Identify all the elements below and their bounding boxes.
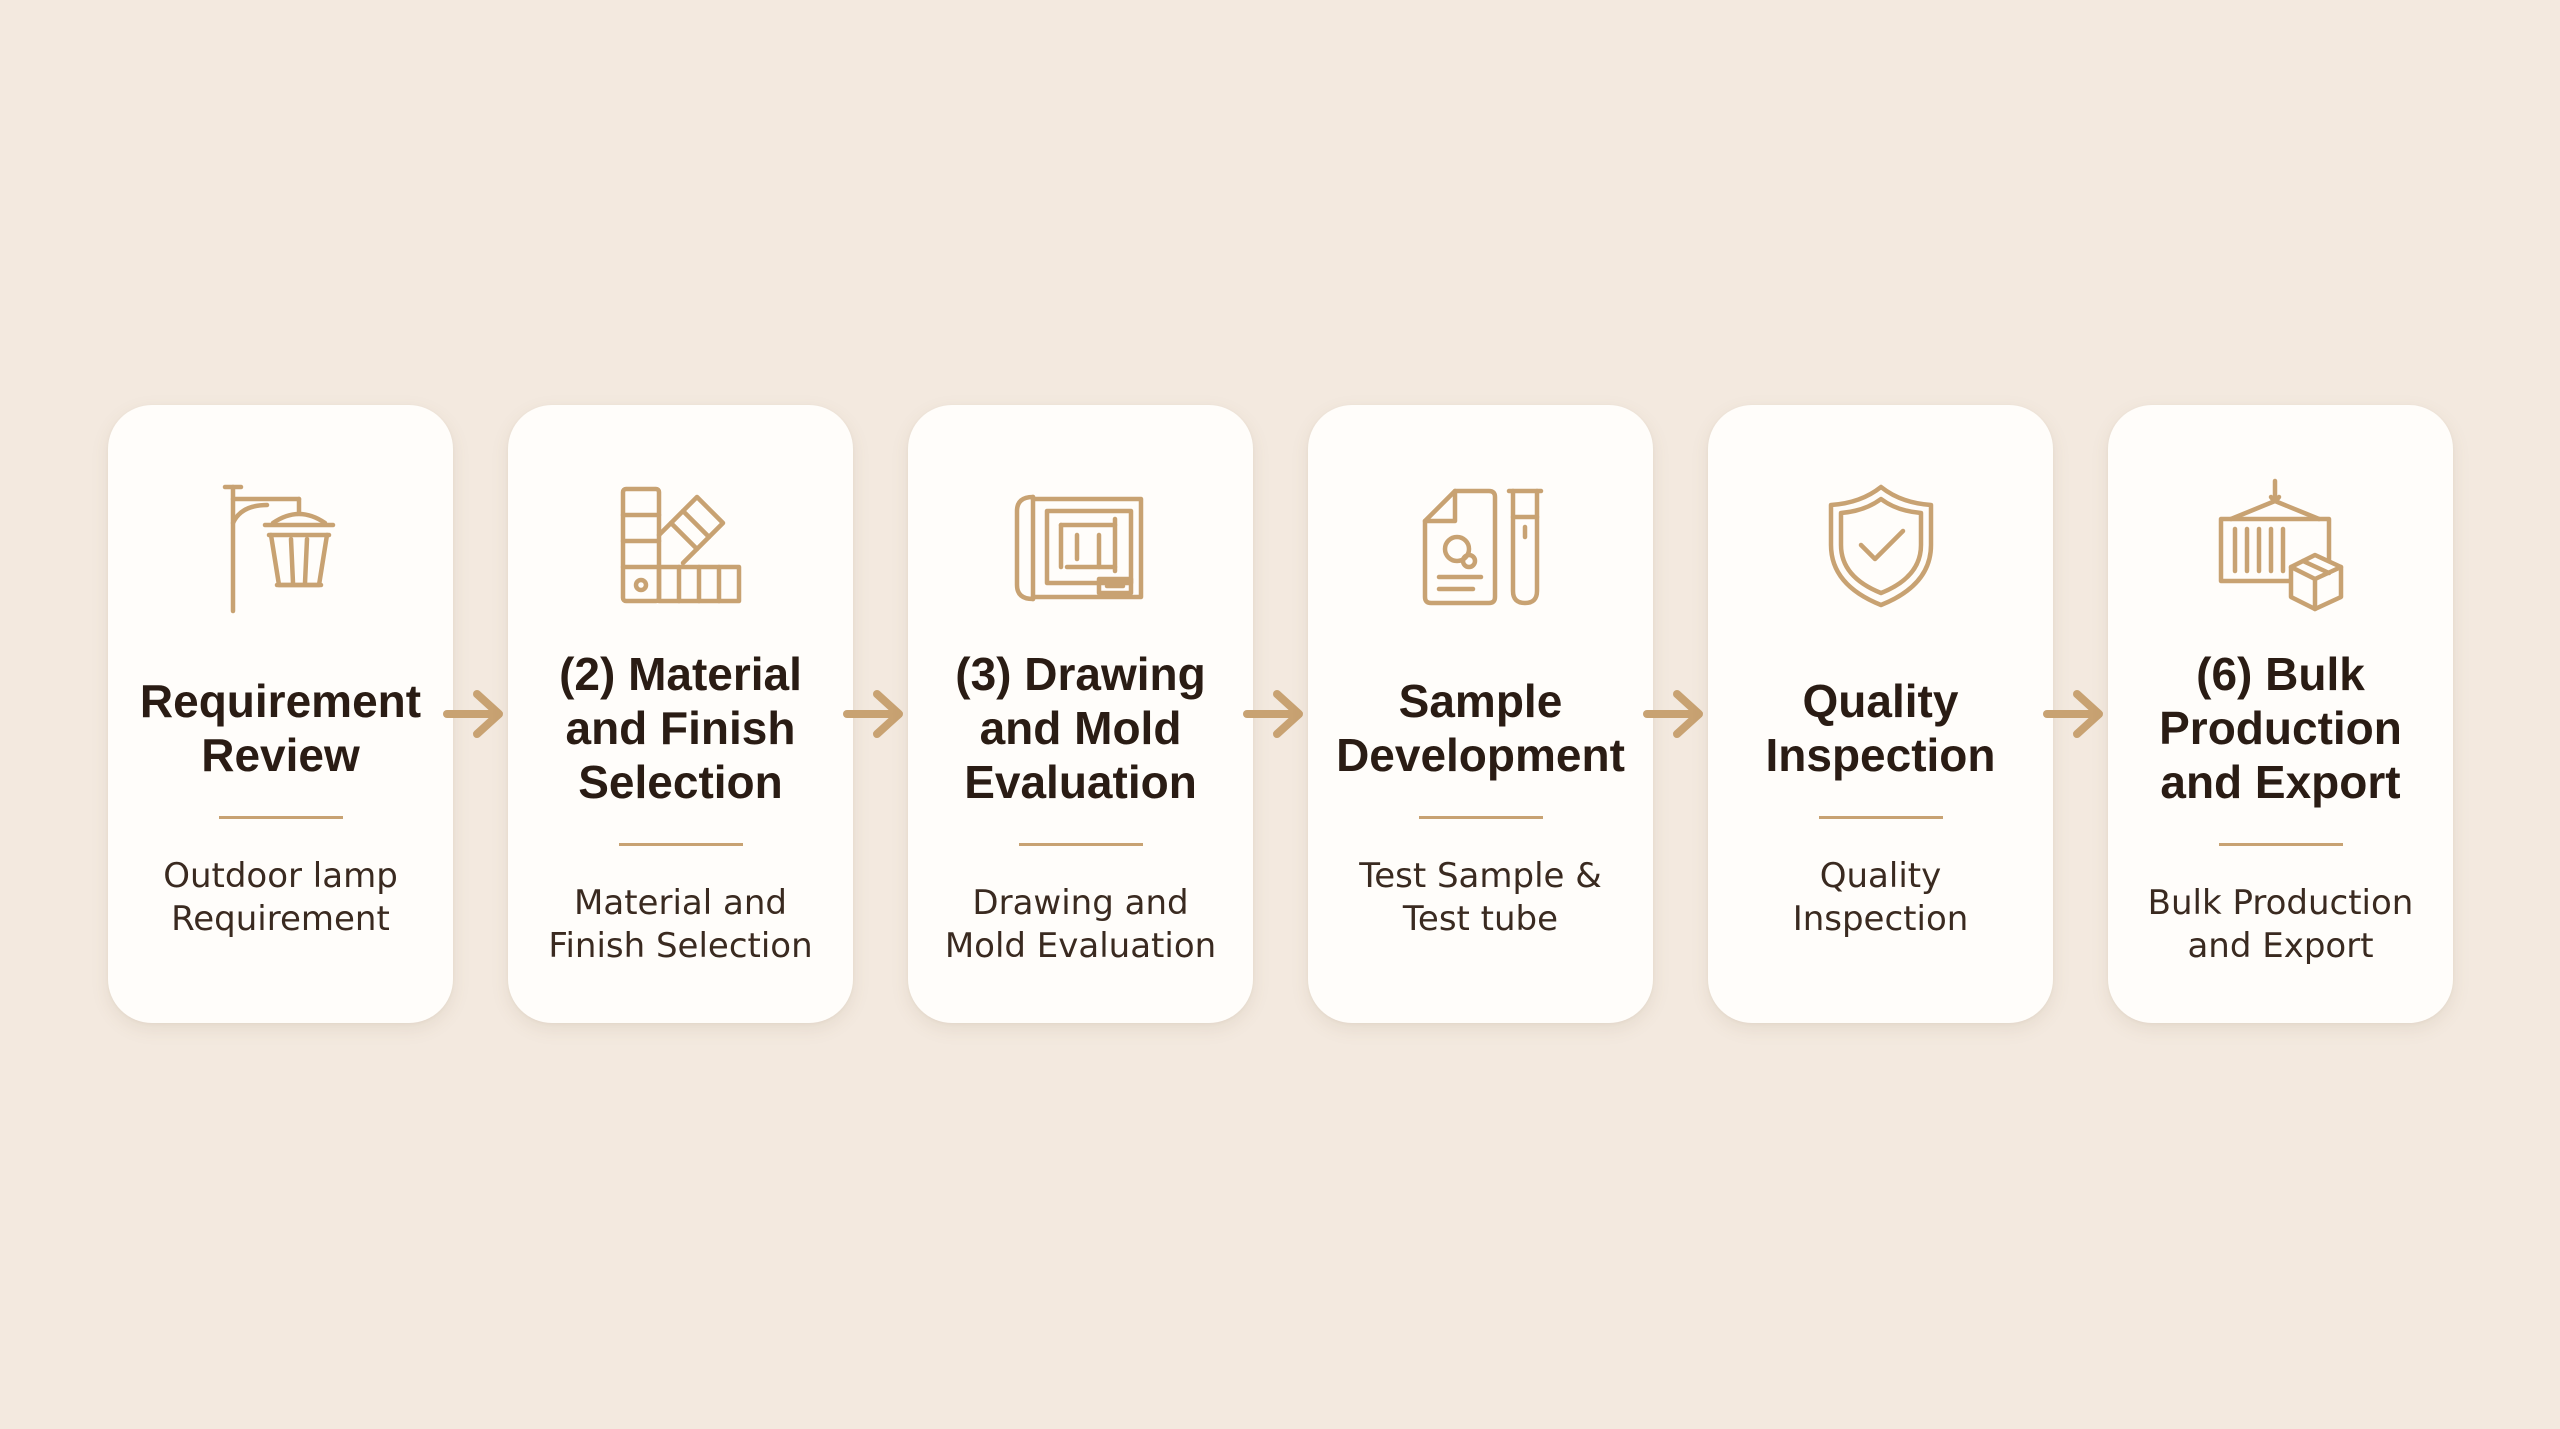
step-divider (1018, 842, 1143, 846)
step-divider (218, 815, 343, 819)
arrow-right-icon (443, 688, 505, 740)
step-description: Test Sample &Test tube (1359, 855, 1602, 939)
material-swatch-icon (611, 475, 751, 615)
arrow-right-icon (2043, 688, 2105, 740)
outdoor-lamp-icon (211, 475, 351, 615)
arrow-right-icon (1643, 688, 1705, 740)
blueprint-icon (1011, 475, 1151, 615)
step-divider (1818, 815, 1943, 819)
shield-check-icon (1811, 475, 1951, 615)
arrow-right-icon (1243, 688, 1305, 740)
shipping-container-icon (2211, 475, 2351, 615)
step-divider (2218, 842, 2343, 846)
step-divider (618, 842, 743, 846)
step-divider (1418, 815, 1543, 819)
arrow-right-icon (843, 688, 905, 740)
test-sample-icon (1411, 475, 1551, 615)
